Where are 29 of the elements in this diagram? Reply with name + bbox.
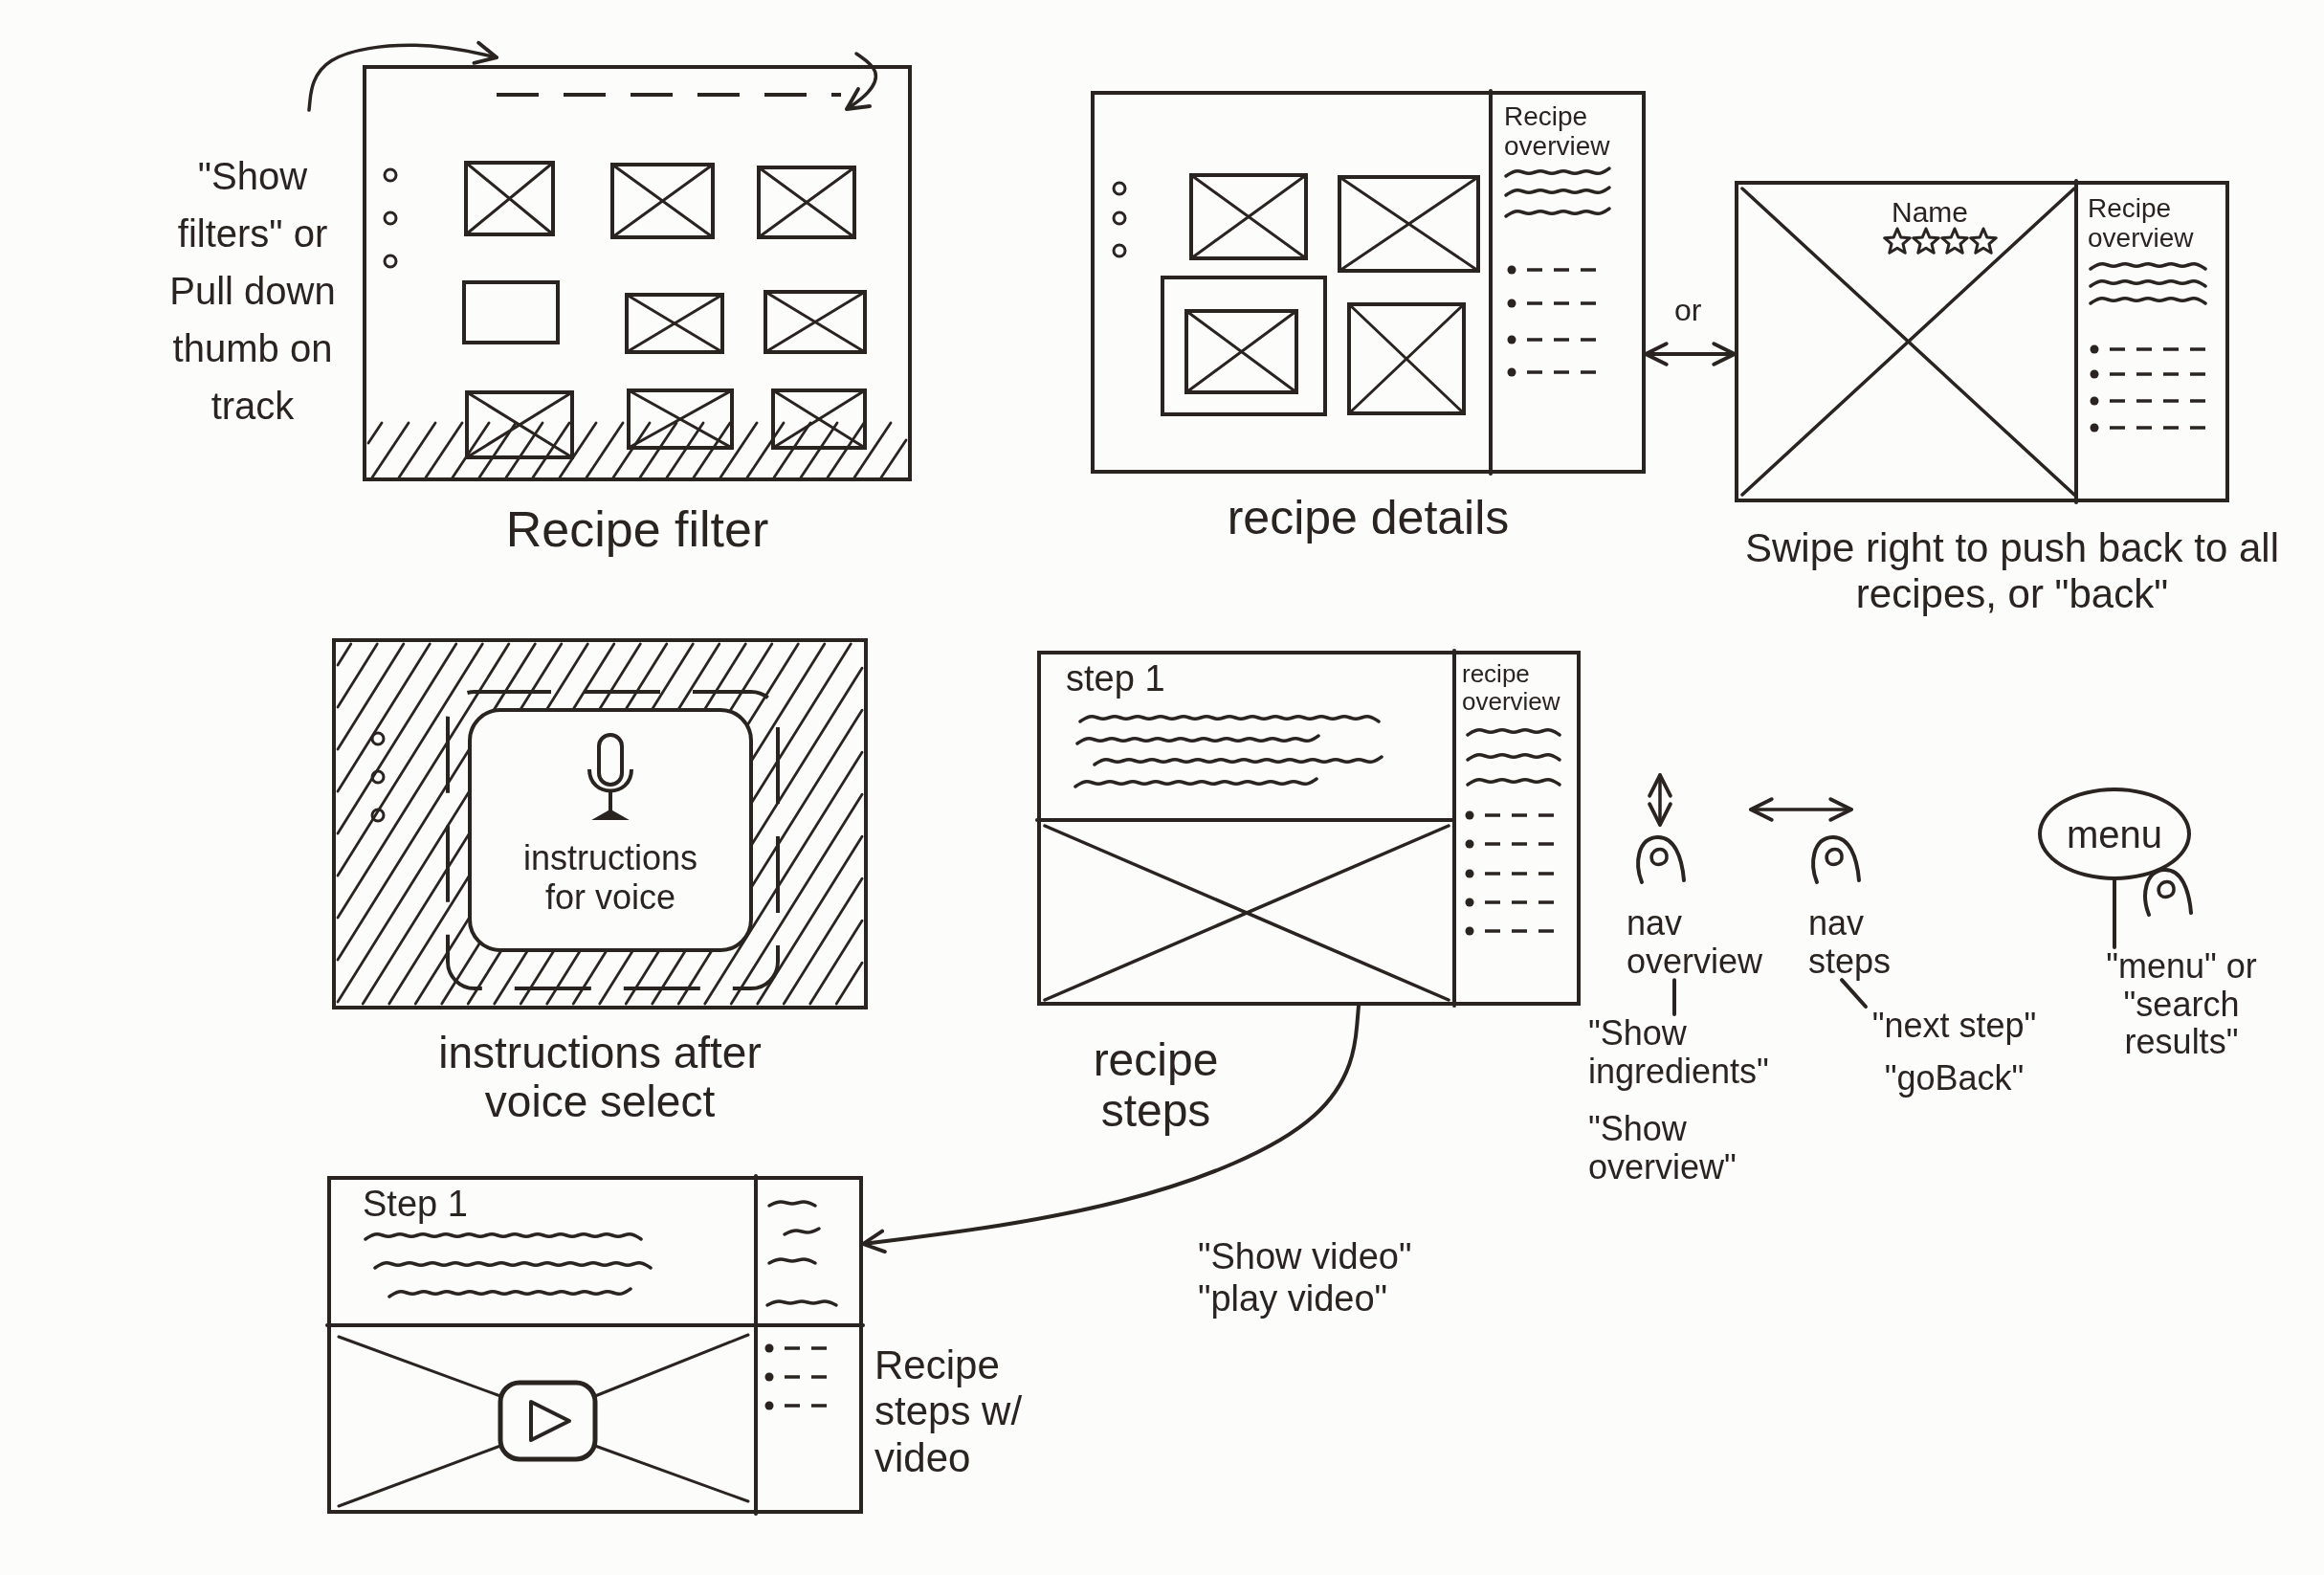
connector-line [1840, 978, 1868, 1009]
bubble-label: menu [2066, 811, 2163, 856]
voice-command: "goBack" [1883, 1059, 2025, 1098]
gesture-annotation: "Show filters" or Pull down thumb on track [168, 154, 337, 429]
voice-command: "Show overview" [1588, 1110, 1737, 1187]
recipe-name: Name [1892, 196, 1970, 230]
panel-heading: Recipe overview [1504, 102, 1611, 162]
voice-command: "Show ingredients" [1588, 1014, 1770, 1091]
step-heading: step 1 [1066, 658, 1166, 700]
double-arrow [1644, 342, 1737, 366]
screen-label: Recipe steps w/ video [874, 1342, 1024, 1481]
gesture-label: nav overview [1627, 904, 1789, 981]
menu-bubble [2038, 788, 2191, 880]
step-heading: Step 1 [363, 1184, 469, 1226]
screen-label: recipe details [1226, 491, 1511, 546]
connector-line [1672, 978, 1676, 1016]
panel-heading: recipe overview [1462, 660, 1561, 716]
screen-label: instructions after voice select [437, 1029, 763, 1126]
gesture-label: nav steps [1808, 904, 1937, 981]
voice-dialog [468, 708, 753, 952]
panel-heading: Recipe overview [2088, 194, 2195, 254]
screen-label: recipe steps [1092, 1035, 1220, 1137]
voice-command: "next step" [1870, 1007, 2038, 1045]
voice-command: "menu" or "search results" [2067, 947, 2296, 1061]
connector-line [2113, 878, 2116, 949]
curved-arrow [861, 1004, 1361, 1253]
screen-label: Recipe filter [504, 501, 770, 559]
screen-label: Swipe right to push back to all recipes, or "back" [1744, 525, 2280, 618]
instruction-text: instructions for voice [521, 838, 699, 918]
